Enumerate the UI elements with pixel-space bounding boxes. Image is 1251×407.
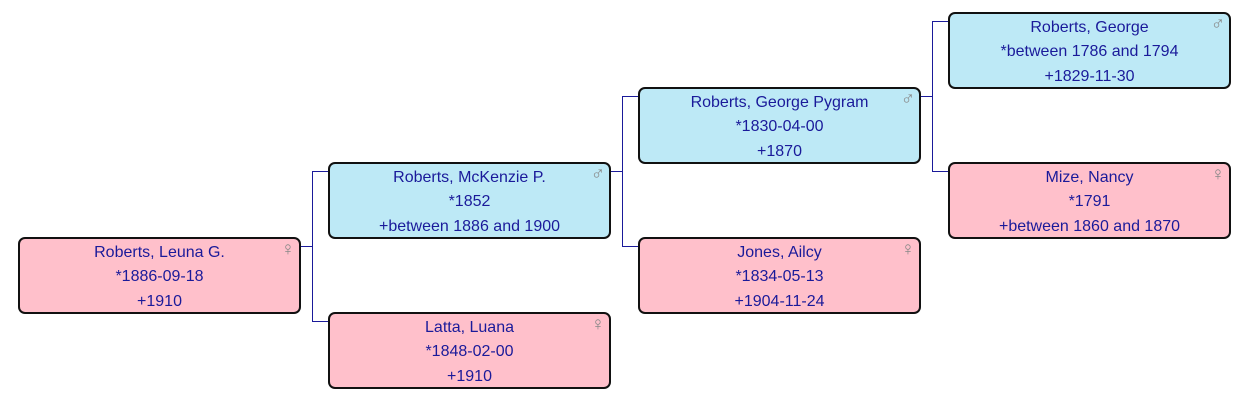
connector (932, 171, 948, 172)
person-name: Roberts, George Pygram (690, 94, 869, 111)
person-birth: *1852 (448, 193, 491, 210)
connector (932, 21, 948, 22)
female-icon: ♀ (1210, 164, 1225, 185)
male-icon: ♂ (590, 164, 605, 185)
person-box-roberts-george[interactable]: Roberts, George *between 1786 and 1794 +… (948, 12, 1231, 89)
person-box-jones-ailcy[interactable]: Jones, Ailcy *1834-05-13 +1904-11-24 ♀ (638, 237, 921, 314)
person-death: +1910 (447, 368, 492, 385)
male-icon: ♂ (1210, 14, 1225, 35)
female-icon: ♀ (590, 314, 605, 335)
person-name: Roberts, George (1030, 19, 1149, 36)
female-icon: ♀ (900, 239, 915, 260)
male-icon: ♂ (900, 89, 915, 110)
person-name: Latta, Luana (425, 319, 514, 336)
person-death: +between 1860 and 1870 (998, 218, 1181, 235)
person-box-roberts-leuna[interactable]: Roberts, Leuna G. *1886-09-18 +1910 ♀ (18, 237, 301, 314)
connector (611, 171, 623, 172)
person-box-roberts-george-pygram[interactable]: Roberts, George Pygram *1830-04-00 +1870… (638, 87, 921, 164)
connector (921, 96, 933, 97)
person-birth: *1834-05-13 (735, 268, 824, 285)
person-name: Jones, Ailcy (737, 244, 822, 261)
person-birth: *between 1786 and 1794 (1000, 43, 1179, 60)
person-name: Mize, Nancy (1045, 169, 1134, 186)
connector (312, 171, 328, 172)
person-birth: *1886-09-18 (115, 268, 204, 285)
person-death: +1829-11-30 (1044, 68, 1135, 85)
connector (312, 171, 313, 322)
person-birth: *1848-02-00 (425, 343, 514, 360)
person-box-mize-nancy[interactable]: Mize, Nancy *1791 +between 1860 and 1870… (948, 162, 1231, 239)
person-box-roberts-mckenzie[interactable]: Roberts, McKenzie P. *1852 +between 1886… (328, 162, 611, 239)
connector (301, 246, 313, 247)
female-icon: ♀ (280, 239, 295, 260)
connector (932, 21, 933, 172)
person-death: +1870 (757, 143, 802, 160)
person-name: Roberts, McKenzie P. (393, 169, 546, 186)
person-death: +1904-11-24 (734, 293, 825, 310)
person-birth: *1830-04-00 (735, 118, 824, 135)
person-death: +between 1886 and 1900 (378, 218, 561, 235)
person-name: Roberts, Leuna G. (94, 244, 225, 261)
connector (622, 246, 638, 247)
person-birth: *1791 (1068, 193, 1111, 210)
connector (312, 321, 328, 322)
person-box-latta-luana[interactable]: Latta, Luana *1848-02-00 +1910 ♀ (328, 312, 611, 389)
connector (622, 96, 623, 247)
connector (622, 96, 638, 97)
person-death: +1910 (137, 293, 182, 310)
